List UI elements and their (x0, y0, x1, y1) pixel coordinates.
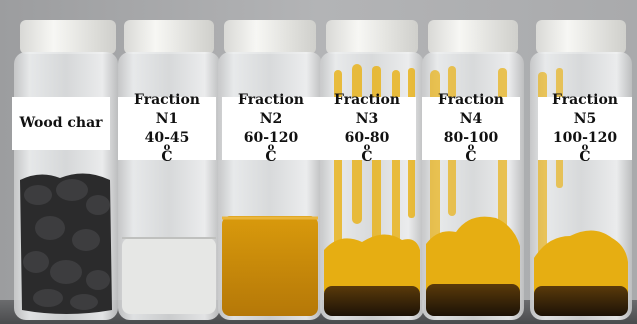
vial-wood-char (14, 20, 118, 320)
vial-n1 (118, 20, 220, 320)
label-line: N3 (355, 110, 379, 127)
label-line: N2 (259, 110, 283, 127)
label-line: Fraction (334, 91, 400, 108)
label-line: Fraction (238, 91, 304, 108)
label-line: N1 (155, 110, 179, 127)
label-line: N5 (573, 110, 597, 127)
label-wood-char: Wood char (12, 97, 110, 150)
vial-n5 (530, 20, 632, 320)
vial-n2 (218, 20, 322, 320)
label-line: Wood char (19, 115, 103, 131)
label-line: Fraction (438, 91, 504, 108)
vial-n4 (422, 20, 524, 320)
vial-n3 (320, 20, 424, 320)
label-line: Fraction (134, 91, 200, 108)
label-line: Fraction (552, 91, 618, 108)
label-line: N4 (459, 110, 483, 127)
